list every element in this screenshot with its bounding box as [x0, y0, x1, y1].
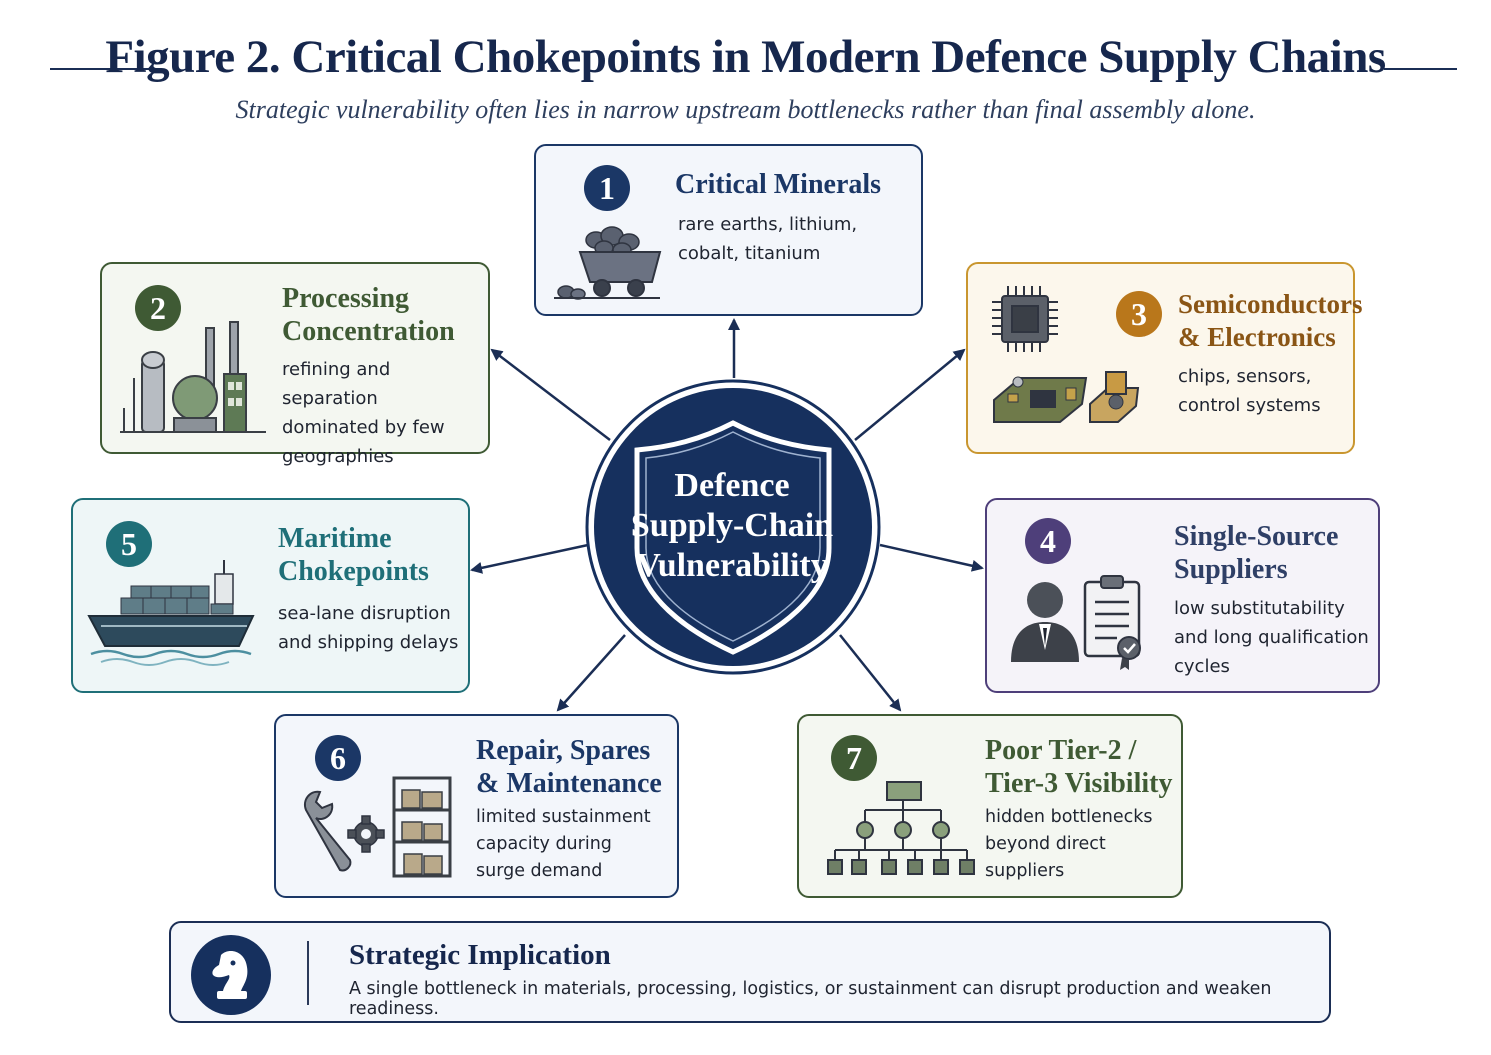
card-single-source-suppliers: 4 Single-Source Suppliers low substituta…: [985, 498, 1380, 693]
card-number: 6: [315, 735, 361, 781]
figure-subtitle: Strategic vulnerability often lies in na…: [235, 95, 1256, 124]
card-description: refining and separation dominated by few…: [282, 359, 445, 467]
implication-description: A single bottleneck in materials, proces…: [349, 979, 1272, 1019]
figure-header: Figure 2. Critical Chokepoints in Modern…: [0, 24, 1491, 94]
card-description: rare earths, lithium, cobalt, titanium: [678, 214, 858, 264]
card-number: 7: [831, 735, 877, 781]
card-number: 1: [584, 165, 630, 211]
card-processing-concentration: 2 Processing Concentration refining and …: [100, 262, 490, 467]
center-hub: [585, 379, 881, 675]
chess-knight-icon: [191, 935, 271, 1015]
card-title: Poor Tier-2 / Tier-3 Visibility: [985, 735, 1173, 799]
card-title: Repair, Spares & Maintenance: [476, 735, 662, 799]
arrow-to-5: [470, 543, 589, 574]
card-title: Processing Concentration: [282, 283, 455, 347]
card-description: hidden bottlenecks beyond direct supplie…: [985, 807, 1153, 881]
center-label: Defence Supply-Chain Vulnerability: [630, 467, 834, 584]
arrow-to-2: [490, 348, 611, 441]
wrench-gear-icon: [304, 776, 452, 878]
strategic-implication-panel: Strategic Implication A single bottlenec…: [169, 921, 1331, 1023]
card-maritime-chokepoints: 5 Maritime Chokepoints sea-lane disrupti…: [71, 498, 470, 693]
arrow-to-6: [556, 634, 626, 712]
card-critical-minerals: 1 Critical Minerals rare earths, lithium…: [534, 144, 923, 316]
hierarchy-icon: [827, 781, 975, 875]
figure-title: Figure 2. Critical Chokepoints in Modern…: [105, 31, 1386, 83]
title-rule-right: [1384, 68, 1457, 70]
card-title: Maritime Chokepoints: [278, 523, 429, 587]
refinery-icon: [120, 321, 266, 433]
card-description: sea-lane disruption and shipping delays: [278, 603, 459, 653]
card-title: Single-Source Suppliers: [1174, 521, 1339, 585]
card-title: Critical Minerals: [675, 169, 882, 200]
card-description: limited sustainment capacity during surg…: [476, 807, 651, 881]
title-rule-left: [50, 68, 152, 70]
microchip-icon: [992, 286, 1058, 352]
card-number: 2: [135, 285, 181, 331]
card-title: Semiconductors & Electronics: [1178, 289, 1363, 352]
card-description: low substitutability and long qualificat…: [1174, 598, 1369, 677]
card-number: 4: [1025, 518, 1071, 564]
card-number: 3: [1116, 291, 1162, 337]
card-tier-visibility: 7 Poor Tier-2 / Tier-3 Visibility hidden…: [797, 714, 1183, 898]
card-number: 5: [106, 521, 152, 567]
implication-title: Strategic Implication: [349, 939, 611, 971]
arrow-to-4: [879, 543, 984, 572]
container-ship-icon: [87, 560, 255, 666]
card-semiconductors-electronics: 3 Semiconductors & Electronics chips, se…: [966, 262, 1363, 454]
card-description: chips, sensors, control systems: [1178, 366, 1321, 416]
circuit-board-icon: [993, 371, 1140, 423]
shield-icon: [634, 420, 832, 655]
arrow-to-7: [839, 634, 902, 712]
card-repair-spares-maintenance: 6 Repair, Spares & Maintenance limited s…: [274, 714, 679, 898]
supplier-contract-icon: [1011, 575, 1141, 670]
panel-divider: [307, 941, 309, 1005]
arrow-to-3: [854, 348, 966, 441]
mine-cart-icon: [554, 226, 662, 300]
